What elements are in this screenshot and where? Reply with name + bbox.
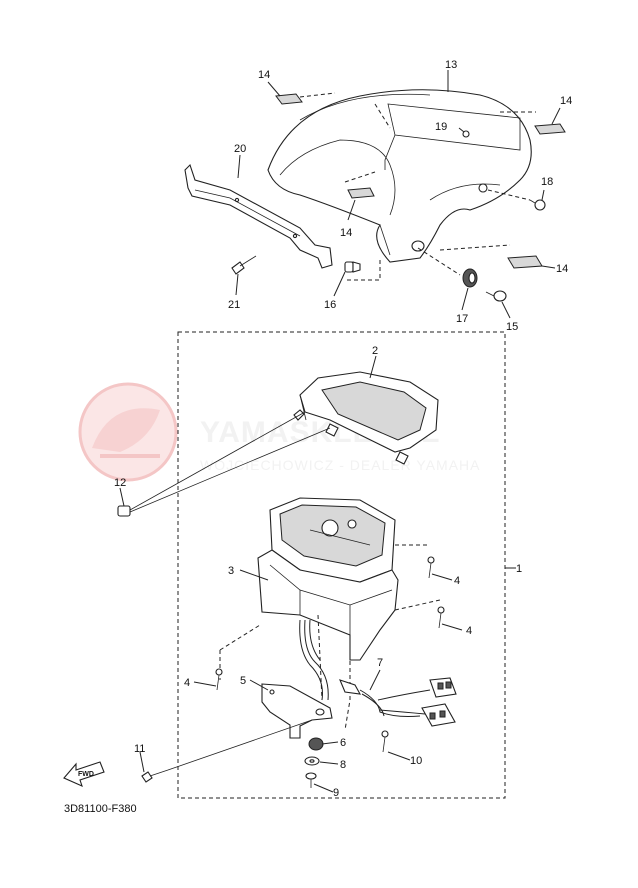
bolt-part-21 (231, 255, 257, 275)
callout-21: 21 (228, 299, 240, 311)
pad-14-top-left (275, 93, 303, 105)
callout-5: 5 (240, 675, 246, 687)
pad-14-middle (347, 187, 375, 199)
callout-4-left: 4 (184, 677, 190, 689)
diagram-code: 3D81100-F380 (64, 803, 137, 815)
callout-9: 9 (333, 787, 339, 799)
callout-14-top-left: 14 (258, 69, 270, 81)
callout-6: 6 (340, 737, 346, 749)
callout-14-middle: 14 (340, 227, 352, 239)
callout-2: 2 (372, 345, 378, 357)
screw-part-4-left (215, 668, 223, 691)
bush-part-17 (462, 268, 478, 288)
connector-part-7 (339, 677, 457, 727)
callout-19: 19 (435, 121, 447, 133)
screw-part-4-middle (437, 606, 445, 629)
callout-4-upper: 4 (454, 575, 460, 587)
callout-15: 15 (506, 321, 518, 333)
meter-cover-part-13 (267, 89, 532, 263)
bracket-part-5 (261, 683, 333, 739)
pad-14-bottom-right (507, 255, 543, 269)
bolt-part-9 (305, 772, 317, 788)
callout-13: 13 (445, 59, 457, 71)
fwd-label: FWD (78, 771, 94, 778)
meter-unit-part-3 (257, 497, 399, 661)
watermark-subtitle: WOJCIECHOWICZ - DEALER YAMAHA (200, 457, 481, 473)
callout-14-top-right: 14 (560, 95, 572, 107)
watermark-logo-icon (78, 382, 178, 482)
screw-part-4-upper (427, 556, 435, 579)
callout-labels: 13 14 14 19 20 18 14 14 21 16 17 15 2 12… (114, 59, 572, 799)
pad-14-top-right (534, 123, 566, 135)
assembly-box (177, 331, 506, 799)
callout-20: 20 (234, 143, 246, 155)
callout-1: 1 (516, 563, 522, 575)
screw-part-15 (485, 290, 507, 302)
callout-16: 16 (324, 299, 336, 311)
callout-18: 18 (541, 176, 553, 188)
callout-10: 10 (410, 755, 422, 767)
callout-11: 11 (134, 743, 145, 755)
bolt-part-11 (141, 719, 313, 783)
callout-12: 12 (114, 477, 126, 489)
washer-part-8 (304, 756, 320, 766)
callout-17: 17 (456, 313, 468, 325)
lens-part-2 (293, 371, 439, 465)
wiring-harness (299, 619, 329, 701)
screw-part-10 (381, 730, 389, 753)
screw-part-12 (117, 505, 131, 517)
callout-8: 8 (340, 759, 346, 771)
screw-part-18 (529, 199, 546, 211)
callout-14-bottom-right: 14 (556, 263, 568, 275)
fwd-arrow-icon: FWD (63, 761, 105, 788)
bracket-part-20 (184, 163, 333, 269)
callout-4-middle: 4 (466, 625, 472, 637)
grommet-part-16 (344, 261, 361, 273)
callout-7: 7 (377, 657, 383, 669)
callout-3: 3 (228, 565, 234, 577)
